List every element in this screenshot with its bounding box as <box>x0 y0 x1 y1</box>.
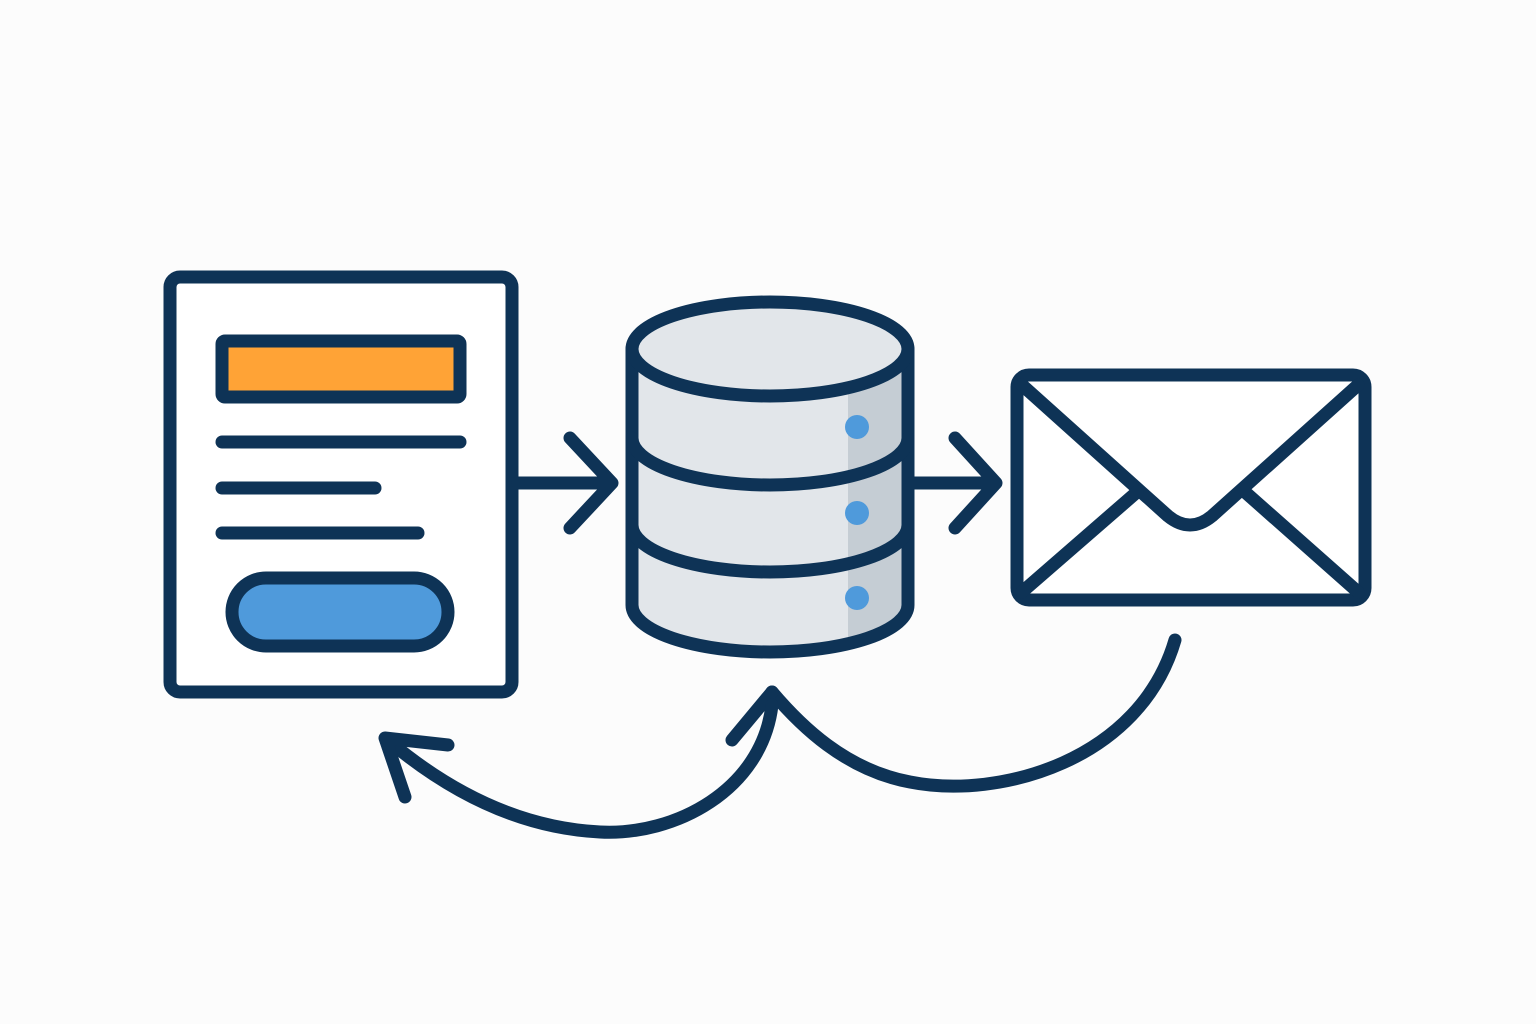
database-icon <box>625 295 915 659</box>
database-top <box>625 295 915 403</box>
curved-arrow-icon <box>725 633 1182 793</box>
database-indicator-dot <box>845 586 869 610</box>
database-indicator-dot <box>845 501 869 525</box>
envelope-icon <box>1010 368 1372 607</box>
database-divider <box>625 518 915 579</box>
arrow-right-icon <box>905 431 1003 535</box>
database-indicator-dot <box>845 415 869 439</box>
envelope-flap <box>1015 378 1365 532</box>
web-form-icon <box>163 270 519 699</box>
arrow-right-icon <box>511 431 619 535</box>
curved-arrow-icon <box>378 698 779 839</box>
form-submit-button <box>225 571 455 653</box>
database-divider <box>625 431 915 492</box>
form-header-bar <box>215 334 467 404</box>
